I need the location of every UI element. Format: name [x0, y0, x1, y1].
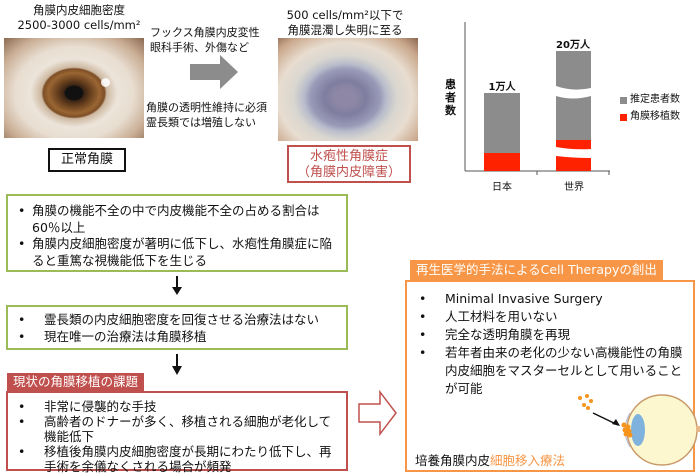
legend-label: 推定患者数	[630, 94, 680, 105]
causes-line: フックス角膜内皮変性	[150, 26, 260, 39]
caption-line: 角膜混濁し失明に至る	[287, 23, 403, 37]
bullet-item: 高齢者のドナーが多く、移植される細胞が老化して機能低下	[16, 414, 338, 444]
label-line: （角膜内皮障害）	[296, 165, 401, 180]
legend-item-transplants: 角膜移植数	[620, 110, 680, 124]
gray-swatch-icon	[620, 96, 627, 104]
therapy-name: 培養角膜内皮細胞移入療法	[415, 450, 565, 469]
label-line: 水疱性角膜症	[309, 149, 388, 164]
disease-density-caption: 500 cells/mm²以下で 角膜混濁し失明に至る	[270, 8, 420, 38]
y-axis-label: 患者数	[445, 78, 456, 117]
notes-text: 角膜の透明性維持に必須 霊長類では増殖しない	[146, 100, 276, 130]
hollow-right-arrow-icon	[358, 390, 397, 436]
endothelial-dysfunction-box: 角膜の機能不全の中で内皮機能不全の占める割合は60％以上 角膜内皮細胞密度が著明…	[6, 194, 348, 272]
bullet-item: Minimal Invasive Surgery	[417, 290, 683, 308]
bullet-item: 非常に侵襲的な手技	[16, 399, 338, 414]
bullet-item: 完全な透明角膜を再現	[417, 326, 683, 344]
down-arrow-icon	[172, 276, 182, 295]
chart-bars	[464, 22, 610, 175]
therapy-name-orange: 細胞移入療法	[490, 453, 566, 468]
legend-item-estimated-patients: 推定患者数	[620, 93, 680, 107]
normal-eye-photo	[4, 38, 144, 138]
legend-label: 角膜移植数	[630, 111, 680, 122]
notes-line: 角膜の透明性維持に必須	[146, 101, 267, 114]
bar-label-world: 20万人	[556, 40, 590, 51]
bullet-item: 角膜の機能不全の中で内皮機能不全の占める割合は60％以上	[16, 203, 338, 236]
therapy-name-black: 培養角膜内皮	[415, 453, 491, 468]
caption-line: 500 cells/mm²以下で	[286, 8, 404, 22]
category-world: 世界	[564, 182, 584, 193]
normal-cornea-label: 正常角膜	[48, 148, 126, 172]
causes-line: 眼科手術、外傷など	[150, 41, 249, 54]
causes-text: フックス角膜内皮変性 眼科手術、外傷など	[150, 25, 270, 55]
bullet-item: 人工材料を用いない	[417, 308, 683, 326]
cell-therapy-title: 再生医学的手法によるCell Therapyの創出	[410, 260, 663, 280]
caption-line: 角膜内皮細胞密度	[33, 3, 125, 17]
bullet-item: 移植後角膜内皮細胞密度が長期にわたり低下し、再手術を余儀なくされる場合が頻発	[16, 444, 338, 474]
transplant-issues-box: 非常に侵襲的な手技 高齢者のドナーが多く、移植される細胞が老化して機能低下 移植…	[6, 391, 348, 474]
category-japan: 日本	[492, 182, 512, 193]
notes-line: 霊長類では増殖しない	[146, 116, 256, 129]
red-swatch-icon	[620, 113, 627, 121]
bullet-item: 角膜内皮細胞密度が著明に低下し、水疱性角膜症に陥ると重篤な視機能低下を生じる	[16, 236, 338, 269]
diseased-eye-photo	[278, 38, 418, 141]
down-arrow-icon	[172, 354, 182, 375]
eye-cross-section-icon	[578, 394, 700, 466]
normal-density-caption: 角膜内皮細胞密度 2500-3000 cells/mm²	[4, 3, 154, 33]
chart-legend: 推定患者数 角膜移植数	[620, 93, 680, 124]
right-arrow-icon	[190, 55, 238, 89]
bullous-keratopathy-label: 水疱性角膜症 （角膜内皮障害）	[287, 145, 411, 183]
bullet-item: 霊長類の内皮細胞密度を回復させる治療法はない	[16, 312, 338, 329]
bullet-item: 現在唯一の治療法は角膜移植	[16, 329, 338, 346]
caption-line: 2500-3000 cells/mm²	[17, 18, 141, 32]
bar-label-japan: 1万人	[488, 82, 516, 93]
transplant-issues-title: 現状の角膜移植の課題	[7, 373, 145, 391]
patient-count-chart: 患者数 1万人 20万人 日本 世界 推定患者数 角膜移植数	[420, 0, 700, 193]
bullet-item: 若年者由来の老化の少ない高機能性の角膜内皮細胞をマスターセルとして用いることが可…	[417, 344, 683, 398]
treatment-status-box: 霊長類の内皮細胞密度を回復させる治療法はない 現在唯一の治療法は角膜移植	[6, 305, 348, 350]
